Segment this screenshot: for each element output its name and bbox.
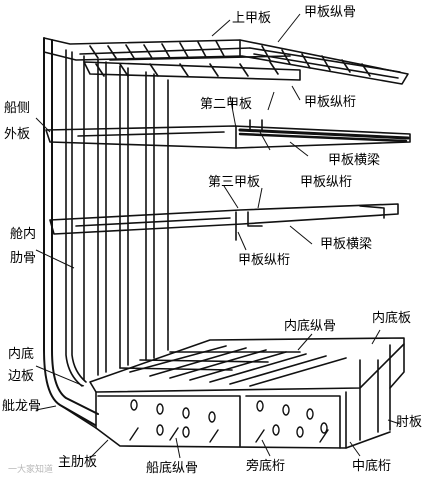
label-main-floor: 主肋板	[58, 455, 97, 470]
label-margin-plate-1: 内底	[8, 346, 34, 362]
double-bottom	[59, 337, 405, 449]
watermark: 一大家知道	[8, 463, 53, 475]
label-side-shell-2: 外板	[4, 127, 30, 142]
label-center-girder: 中底桁	[352, 458, 391, 474]
label-inner-bottom-long: 内底纵骨	[284, 318, 336, 334]
upper-deck	[43, 37, 409, 85]
label-bottom-long: 船底纵骨	[146, 460, 198, 476]
label-deck-girder-3: 甲板纵桁	[238, 253, 290, 268]
third-deck	[49, 203, 399, 241]
label-deck-girder-1: 甲板纵桁	[304, 95, 356, 110]
leader-lines	[35, 13, 401, 459]
label-side-frame-1: 舱内	[10, 226, 36, 242]
label-bracket-floor: 肘板	[396, 415, 422, 430]
label-deck-beam-1: 甲板横梁	[328, 153, 380, 168]
label-upper-deck: 上甲板	[232, 11, 271, 26]
label-second-deck: 第二甲板	[200, 97, 252, 112]
label-deck-girder-2: 甲板纵桁	[300, 175, 352, 190]
label-side-shell-1: 船侧	[4, 101, 30, 116]
lightening-holes	[129, 399, 329, 443]
label-bilge-keel: 舭龙骨	[2, 399, 41, 414]
label-deck-beam-2: 甲板横梁	[320, 237, 372, 252]
label-inner-bottom: 内底板	[372, 310, 411, 326]
label-side-frame-2: 肋骨	[10, 251, 36, 266]
label-deck-longitudinal: 甲板纵骨	[304, 5, 356, 20]
label-side-girder: 旁底桁	[246, 458, 285, 474]
label-margin-plate-2: 边板	[8, 369, 34, 384]
second-deck	[45, 119, 411, 149]
label-third-deck: 第三甲板	[208, 175, 260, 190]
